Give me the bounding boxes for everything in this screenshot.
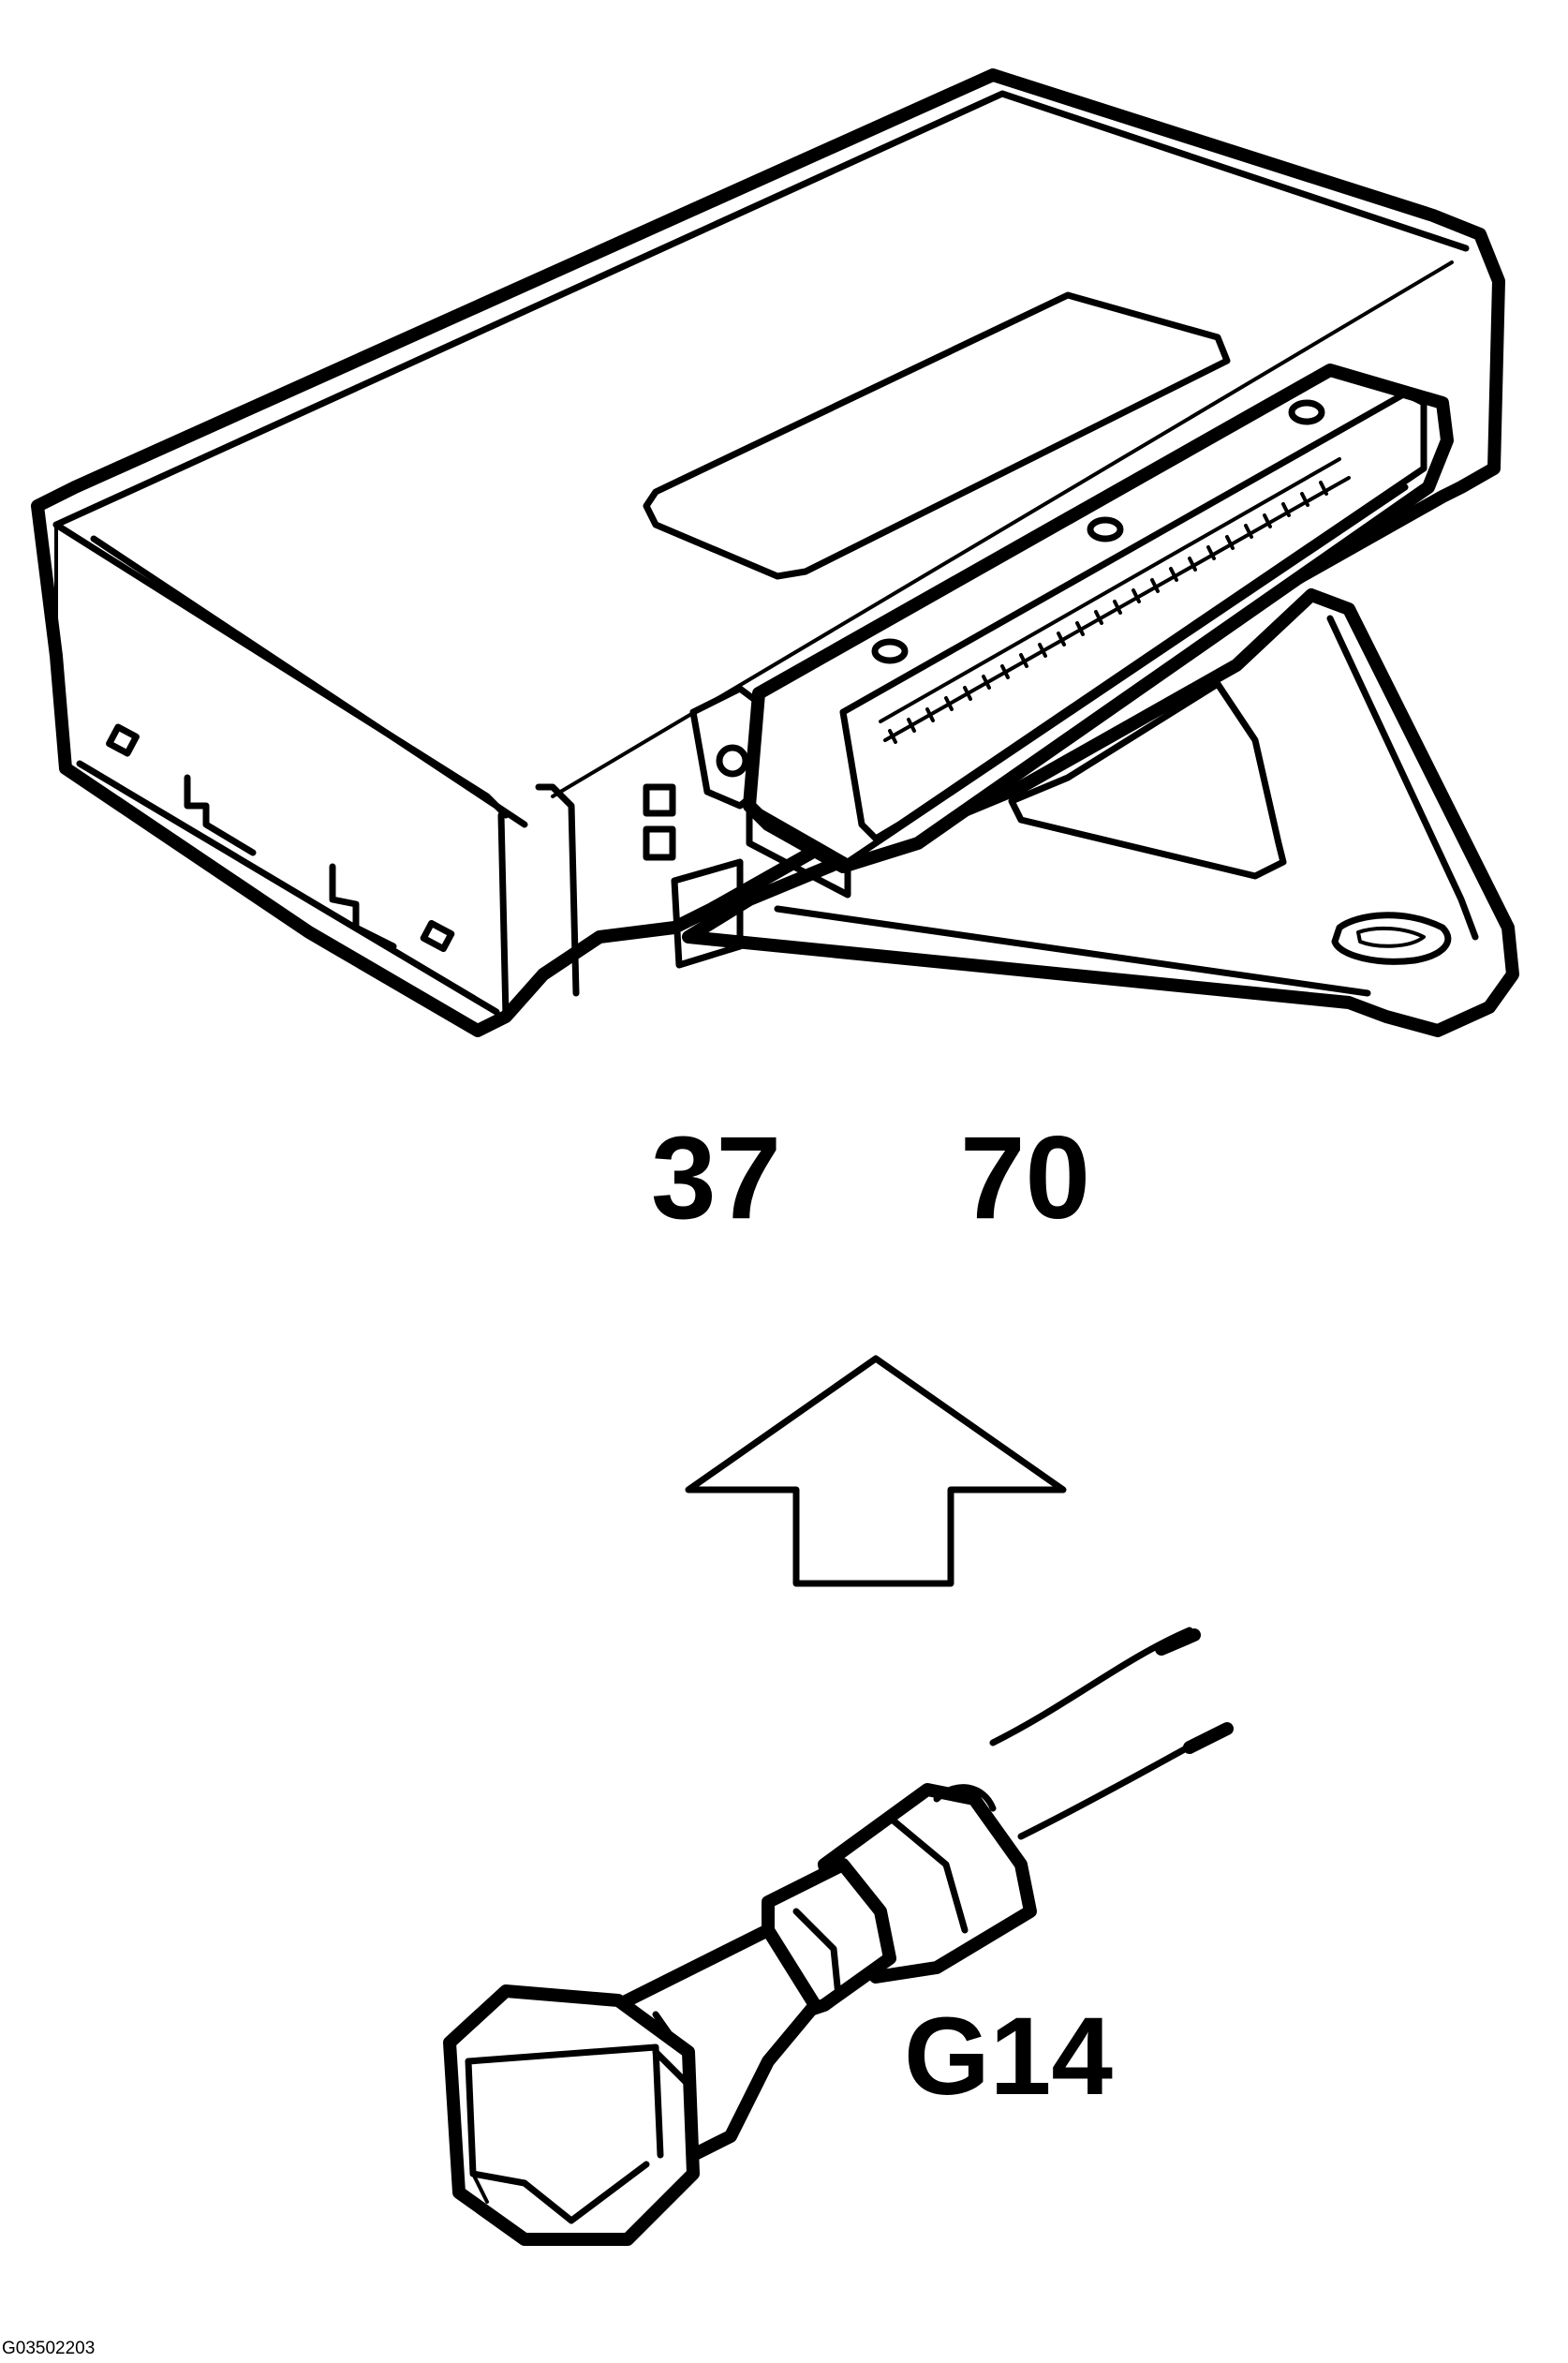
figure-id: G03502203 bbox=[2, 2339, 95, 2358]
pin-label-70: 70 bbox=[960, 1113, 1090, 1243]
control-module-icon bbox=[31, 68, 1519, 1037]
connector-pins bbox=[888, 481, 1328, 744]
connector-block bbox=[743, 364, 1454, 899]
pin-label-37: 37 bbox=[651, 1113, 781, 1243]
ring-terminal-icon bbox=[443, 1627, 1234, 2246]
module-housing bbox=[31, 68, 1505, 1037]
mounting-bracket bbox=[682, 588, 1519, 1037]
ground-label: G14 bbox=[904, 1995, 1113, 2118]
arrow-up-icon bbox=[685, 1355, 1067, 1587]
